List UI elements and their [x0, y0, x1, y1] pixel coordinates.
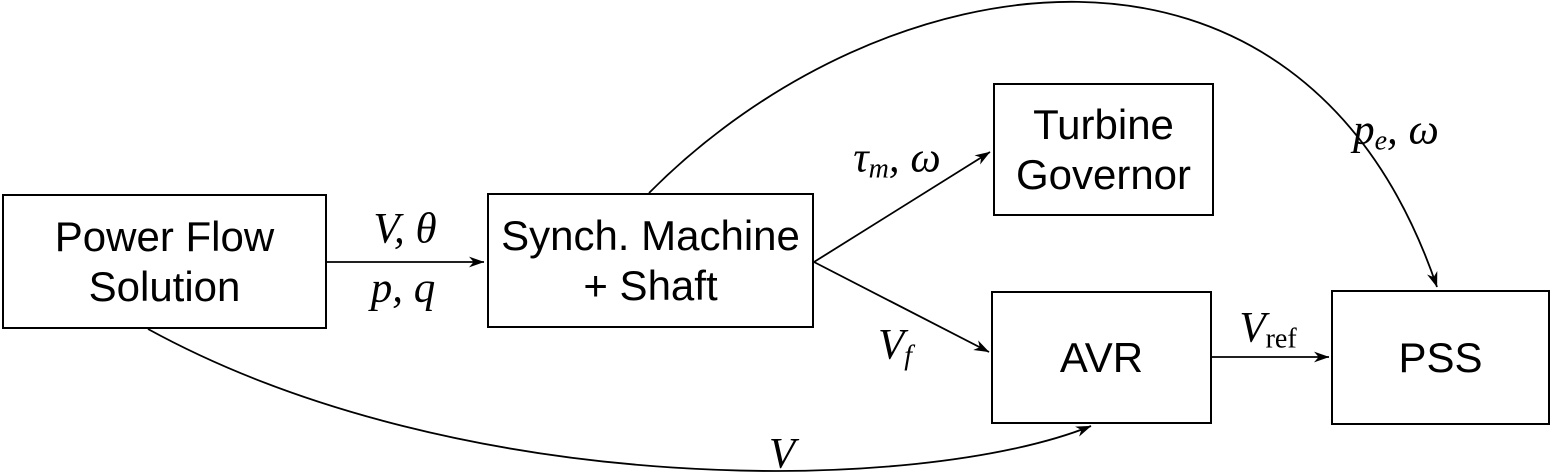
edge-label-v-theta: V, θ [373, 205, 437, 253]
box-avr: AVR [991, 291, 1212, 424]
edge-label-tau-m-omega: τm, ω [853, 134, 941, 185]
box-pss: PSS [1331, 290, 1550, 425]
arrow-synch-machine-to-turbine-governor [813, 151, 991, 263]
arrow-synch-machine-to-pss-curve [648, 0, 1438, 288]
box-power-flow-solution: Power Flow Solution [2, 194, 327, 329]
edge-label-p-q: p, q [370, 264, 436, 312]
arrow-synch-machine-to-avr [813, 261, 990, 353]
arrow-power-flow-to-avr-curve [147, 328, 1092, 472]
box-power-flow-solution-line2: Solution [88, 262, 241, 310]
box-pss-label: PSS [1398, 333, 1483, 381]
edge-label-v: V [768, 430, 796, 476]
edge-label-v-ref: Vref [1239, 304, 1297, 355]
box-synch-machine-shaft-line1: Synch. Machine [501, 211, 800, 259]
box-synch-machine-shaft-line2: + Shaft [583, 261, 718, 309]
box-power-flow-solution-line1: Power Flow [54, 212, 275, 260]
edge-label-p-e-omega: pe, ω [1353, 106, 1439, 157]
box-turbine-governor: Turbine Governor [993, 83, 1214, 216]
box-synch-machine-shaft: Synch. Machine + Shaft [487, 193, 814, 328]
box-turbine-governor-line2: Governor [1015, 150, 1192, 198]
box-avr-label: AVR [1059, 333, 1144, 381]
edge-label-v-f: Vf [877, 321, 913, 372]
box-turbine-governor-line1: Turbine [1033, 100, 1174, 148]
